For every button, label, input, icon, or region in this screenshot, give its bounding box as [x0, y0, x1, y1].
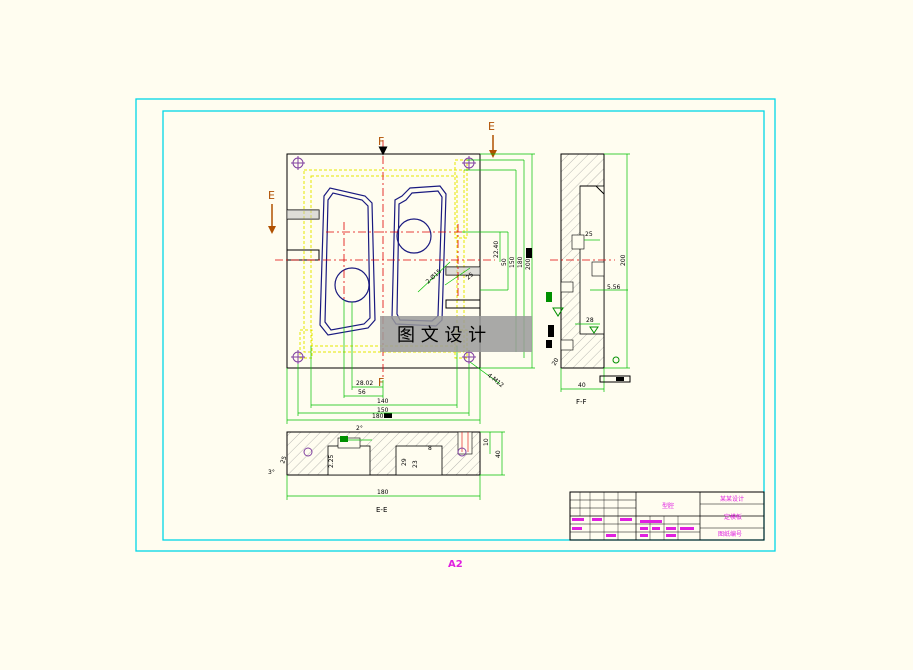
dim-h150: 150 — [509, 256, 516, 268]
dim-w140: 140 — [377, 398, 389, 405]
dim-ff-200: 200 — [620, 254, 627, 266]
dim-w180-bottom: 180 — [377, 489, 389, 496]
dim-d15: 2-Ø15 — [425, 268, 443, 286]
hole-circle-upper — [396, 218, 432, 254]
dim-ee-25: 25 — [279, 455, 288, 465]
inner-frame — [162, 110, 765, 541]
dim-h22: 22.40 — [493, 241, 500, 258]
dim-ff-25: 25 — [585, 231, 593, 238]
dim-w180-plan: 180 — [372, 413, 384, 420]
dim-w56: 56 — [358, 389, 366, 396]
title-block-part: 定模板 — [724, 513, 742, 521]
section-ff-view: 200 40 25 28 5.56 20 F-F — [546, 153, 631, 406]
dim-d13: 4-M12 — [486, 372, 505, 389]
title-block-drawing-no: 图纸编号 — [718, 530, 742, 538]
section-label-ff: F-F — [576, 398, 587, 406]
sheet-size-label: A2 — [448, 559, 463, 570]
left-cavity — [319, 187, 376, 336]
dim-ff-28: 28 — [586, 317, 594, 324]
plan-view: F F E E 200 180 150 50 22.40 2-Ø15 25 4-… — [268, 120, 535, 424]
cut-mark-e-top: E — [488, 120, 495, 133]
dim-h180: 180 — [517, 256, 524, 268]
dim-w28: 28.02 — [356, 380, 373, 387]
dim-ff-20: 20 — [551, 357, 561, 367]
dim-ff-55: 5.56 — [607, 284, 621, 291]
dim-h50: 50 — [501, 258, 508, 266]
dim-ee-40: 40 — [495, 450, 502, 458]
dim-ff-40: 40 — [578, 382, 586, 389]
section-label-ee: E-E — [376, 506, 387, 514]
title-block-main: 型腔 — [662, 502, 674, 510]
cut-mark-f-bottom: F — [378, 376, 384, 389]
hole-circle-lower — [334, 267, 370, 303]
dim-ee-2deg: 2° — [356, 425, 363, 432]
dim-w150: 150 — [377, 407, 389, 414]
watermark-box — [380, 316, 532, 352]
dim-ee-225: 2.25 — [328, 454, 335, 468]
cut-mark-f-top: F — [378, 135, 384, 148]
section-ee-view: 180 40 10 2° 3° 25 2.25 29 23 8 E-E — [268, 425, 505, 514]
dim-ee-23: 23 — [412, 460, 419, 468]
dim-ee-10: 10 — [483, 438, 490, 446]
dim-ee-29: 29 — [401, 458, 408, 466]
dim-ee-3deg: 3° — [268, 469, 275, 476]
cut-mark-e-left: E — [268, 189, 275, 202]
title-block-company: 某某设计 — [720, 495, 744, 503]
title-block: 型腔 某某设计 定模板 图纸编号 — [569, 491, 765, 541]
dim-ee-8: 8 — [428, 445, 432, 452]
dim-r25: 25 — [465, 271, 475, 281]
watermark-text: 图 文 设 计 — [397, 325, 486, 346]
outer-frame — [135, 98, 776, 552]
dim-h200: 200 — [525, 258, 532, 270]
